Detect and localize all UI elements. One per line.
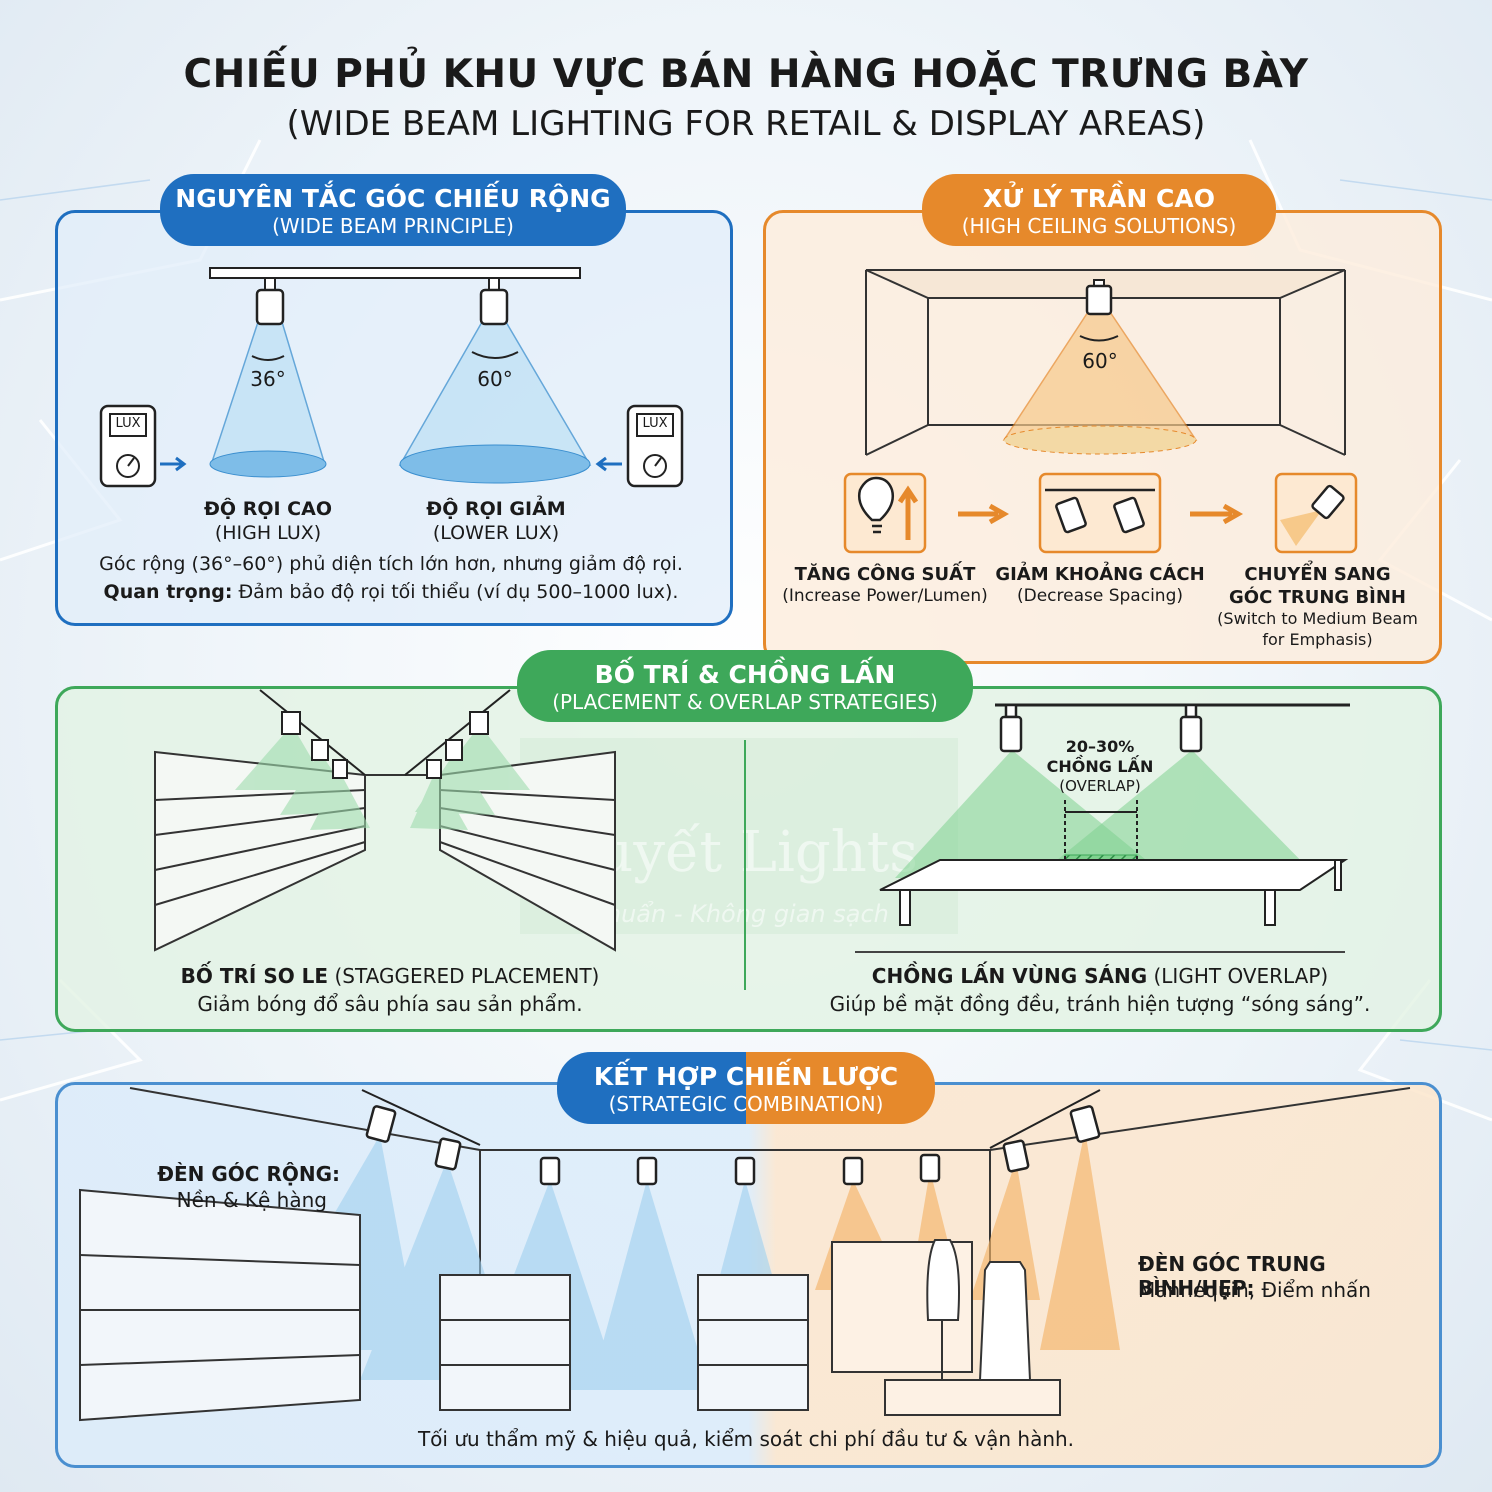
medium-label: ĐÈN GÓC TRUNG BÌNH/HẸP: bbox=[1138, 1252, 1326, 1300]
overlap-beam-right bbox=[1035, 750, 1318, 878]
staggered-title-en: (STAGGERED PLACEMENT) bbox=[328, 964, 600, 988]
step-increase-power-en: (Increase Power/Lumen) bbox=[782, 586, 988, 606]
arrow-right-icon bbox=[958, 503, 1010, 525]
track-spotlights-icon bbox=[1045, 488, 1155, 534]
arrow-up-icon bbox=[897, 485, 919, 540]
wide-beam-heading-en: (WIDE BEAM PRINCIPLE) bbox=[272, 214, 514, 238]
spotlight-icon bbox=[255, 277, 285, 326]
overlap-title: CHỒNG LẤN VÙNG SÁNG (LIGHT OVERLAP) bbox=[790, 964, 1410, 988]
angle-arc-icon bbox=[471, 351, 519, 359]
step-decrease-spacing-en: (Decrease Spacing) bbox=[1016, 586, 1183, 606]
display-table bbox=[879, 859, 1349, 926]
spotlight-icon bbox=[999, 703, 1203, 753]
spotlight-icon bbox=[479, 277, 509, 326]
wide-beam-heading-pill: NGUYÊN TẮC GÓC CHIẾU RỘNG (WIDE BEAM PRI… bbox=[160, 174, 626, 246]
overlap-title-vi: CHỒNG LẤN VÙNG SÁNG bbox=[871, 964, 1148, 988]
medium-desc: Mannequin, Điểm nhấn bbox=[1138, 1278, 1371, 1302]
placement-heading: BỐ TRÍ & CHỒNG LẤN bbox=[594, 660, 896, 689]
placement-heading-en: (PLACEMENT & OVERLAP STRATEGIES) bbox=[552, 690, 938, 714]
high-ceiling-heading: XỬ LÝ TRẦN CAO bbox=[983, 184, 1215, 213]
spotlight-icon bbox=[365, 1105, 1101, 1186]
watermark-brand: Tuyết Lights bbox=[559, 820, 919, 885]
wide-beam-panel bbox=[55, 210, 733, 626]
overlap-pct: 20–30% bbox=[1065, 737, 1135, 756]
lower-lux-label-en: (LOWER LUX) bbox=[432, 522, 560, 544]
step-decrease-spacing: GIẢM KHOẢNG CÁCH bbox=[995, 564, 1205, 585]
combination-heading-en: (STRATEGIC COMBINATION) bbox=[608, 1092, 884, 1116]
combination-footer: Tối ưu thẩm mỹ & hiệu quả, kiểm soát chi… bbox=[417, 1427, 1075, 1451]
angle-60-label: 60° bbox=[1082, 349, 1118, 373]
angle-60-label: 60° bbox=[477, 367, 513, 391]
lux-meter-label: LUX bbox=[642, 416, 668, 431]
room-outline bbox=[865, 269, 1346, 456]
wide-label: ĐÈN GÓC RỘNG: bbox=[157, 1162, 340, 1186]
combination-heading: KẾT HỢP CHIẾN LƯỢC bbox=[593, 1062, 899, 1091]
ceiling-tracks bbox=[361, 1089, 1101, 1149]
overlap-title-en: (LIGHT OVERLAP) bbox=[1147, 964, 1329, 988]
wide-beam-spot bbox=[399, 444, 591, 484]
beam-spot bbox=[1003, 425, 1197, 455]
watermark-tagline: Chuẩn - Không gian sạch bbox=[589, 900, 889, 928]
staggered-desc: Giảm bóng đổ sâu phía sau sản phẩm. bbox=[197, 992, 583, 1016]
high-lux-label-en: (HIGH LUX) bbox=[214, 522, 322, 544]
arrow-right-icon bbox=[160, 456, 187, 472]
spotlight-icon bbox=[1311, 484, 1345, 520]
high-lux-label: ĐỘ RỌI CAO bbox=[204, 498, 332, 520]
combination-heading-pill: KẾT HỢP CHIẾN LƯỢC (STRATEGIC COMBINATIO… bbox=[557, 1052, 935, 1124]
placement-heading-pill: BỐ TRÍ & CHỒNG LẤN (PLACEMENT & OVERLAP … bbox=[517, 650, 973, 722]
store-room bbox=[129, 1087, 1411, 1330]
aisle-tracks bbox=[259, 689, 511, 779]
aisle-light-beams bbox=[235, 725, 530, 830]
important-label: Quan trọng: bbox=[103, 581, 233, 603]
arrow-left-icon bbox=[595, 456, 622, 472]
step-medium-beam-en: (Switch to Medium Beam bbox=[1217, 609, 1418, 628]
wide-beam-important: Quan trọng: Đảm bảo độ rọi tối thiểu (ví… bbox=[60, 581, 722, 603]
lower-lux-label: ĐỘ RỌI GIẢM bbox=[426, 498, 566, 520]
staggered-title: BỐ TRÍ SO LE (STAGGERED PLACEMENT) bbox=[100, 964, 680, 988]
high-ceiling-heading-pill: XỬ LÝ TRẦN CAO (HIGH CEILING SOLUTIONS) bbox=[922, 174, 1276, 246]
track-rail bbox=[209, 267, 581, 279]
accent-beam bbox=[1280, 510, 1322, 546]
angle-36-label: 36° bbox=[250, 367, 286, 391]
staggered-title-vi: BỐ TRÍ SO LE bbox=[180, 964, 329, 988]
lux-meter-label: LUX bbox=[115, 416, 141, 431]
step-increase-power: TĂNG CÔNG SUẤT bbox=[794, 564, 976, 585]
overlap-label: CHỒNG LẤN bbox=[1046, 757, 1154, 776]
spotlight-icon bbox=[1085, 279, 1113, 316]
step-medium-beam-2: GÓC TRUNG BÌNH bbox=[1229, 587, 1406, 608]
lux-meter-icon bbox=[99, 404, 157, 488]
wide-beam-note: Góc rộng (36°–60°) phủ diện tích lớn hơn… bbox=[99, 553, 683, 575]
angle-arc-icon bbox=[1079, 335, 1119, 342]
step-medium-beam: CHUYỂN SANG bbox=[1244, 564, 1391, 585]
wide-desc: Nền & Kệ hàng bbox=[176, 1188, 327, 1212]
shelves bbox=[79, 1188, 809, 1422]
narrow-beam-spot bbox=[209, 450, 327, 478]
high-ceiling-heading-en: (HIGH CEILING SOLUTIONS) bbox=[961, 214, 1237, 238]
important-text: Đảm bảo độ rọi tối thiểu (ví dụ 500–1000… bbox=[232, 581, 679, 603]
lux-meter-icon bbox=[626, 404, 684, 488]
wide-beam-heading: NGUYÊN TẮC GÓC CHIẾU RỘNG bbox=[175, 184, 611, 213]
overlap-desc: Giúp bề mặt đồng đều, tránh hiện tượng “… bbox=[829, 992, 1371, 1016]
arrow-right-icon bbox=[1190, 503, 1244, 525]
angle-arc-icon bbox=[251, 355, 285, 361]
step-medium-beam-en-2: for Emphasis) bbox=[1262, 630, 1373, 649]
page-subtitle: (WIDE BEAM LIGHTING FOR RETAIL & DISPLAY… bbox=[286, 104, 1206, 144]
overlap-label-en: (OVERLAP) bbox=[1059, 777, 1141, 795]
page-title: CHIẾU PHỦ KHU VỰC BÁN HÀNG HOẶC TRƯNG BÀ… bbox=[183, 52, 1309, 97]
mannequin-display bbox=[831, 1239, 1061, 1416]
lightbulb-icon bbox=[858, 476, 894, 534]
